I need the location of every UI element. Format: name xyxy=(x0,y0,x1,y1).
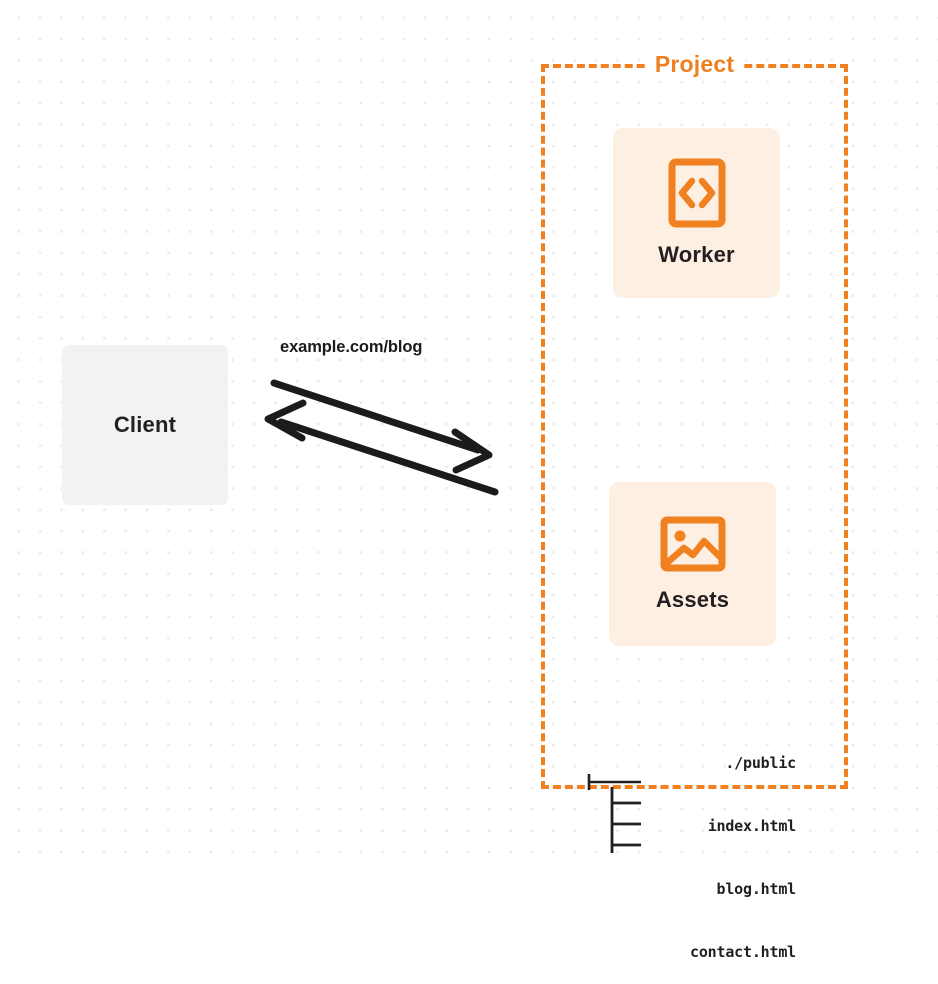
image-icon xyxy=(660,516,725,572)
tree-row[interactable]: blog.html xyxy=(586,858,797,898)
project-container: Project xyxy=(541,51,848,789)
client-node-label: Client xyxy=(113,412,177,437)
tree-row-root[interactable]: ./public xyxy=(586,732,796,772)
tree-row[interactable]: index.html xyxy=(586,795,797,835)
diagram-canvas: Client example.com/blog Project Worker xyxy=(0,0,938,961)
response-arrow-icon xyxy=(264,399,499,496)
request-url-label: example.com/blog xyxy=(280,338,423,356)
assets-node-label: Assets xyxy=(655,587,730,612)
tree-item-label: index.html xyxy=(707,817,797,835)
tree-item-label: ./public xyxy=(725,754,796,772)
tree-row[interactable]: contact.html xyxy=(586,921,796,961)
project-title-label: Project xyxy=(647,51,742,78)
request-arrow-icon xyxy=(270,379,493,474)
worker-node-label: Worker xyxy=(658,242,735,267)
worker-node[interactable]: Worker xyxy=(613,128,780,298)
code-brackets-icon xyxy=(668,158,725,228)
assets-node[interactable]: Assets xyxy=(609,482,776,646)
assets-file-tree: ./public index.html blog.html contact.ht… xyxy=(586,648,796,984)
client-node[interactable]: Client xyxy=(62,345,228,505)
tree-item-label: blog.html xyxy=(716,880,797,898)
tree-item-label: contact.html xyxy=(690,943,796,961)
